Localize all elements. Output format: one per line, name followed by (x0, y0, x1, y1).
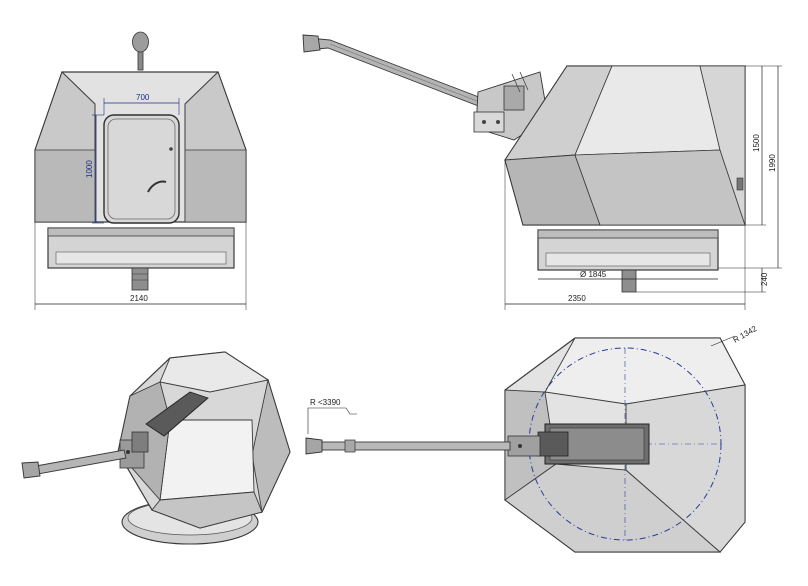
iso-barrel (21, 449, 127, 479)
door-width-label: 700 (136, 93, 150, 102)
door-handle (147, 180, 167, 193)
door-height-label: 1000 (85, 160, 94, 178)
ring-diameter-label: Ø 1845 (580, 270, 607, 279)
top-view: R <3390 R 1342 (305, 324, 759, 553)
ring-diameter-dimension: Ø 1845 (538, 270, 718, 280)
sweep-radius-label: R 1342 (732, 324, 759, 345)
iso-muzzle-brake (21, 461, 41, 479)
front-overall-width-dimension: 2140 (34, 222, 247, 310)
side-view: Ø 1845 2350 1500 1990 240 (302, 34, 782, 310)
barrel-radius-dimension: R <3390 (307, 398, 357, 434)
door-height-dimension: 1000 (85, 114, 104, 224)
access-door (103, 114, 180, 224)
top-sight (132, 31, 149, 71)
front-overall-width-label: 2140 (130, 294, 148, 303)
housing-height-label: 1500 (752, 134, 761, 152)
height-dimensions: 1500 1990 240 (636, 65, 782, 293)
top-muzzle-brake (305, 437, 323, 455)
iso-side-door-panel (159, 419, 255, 501)
iso-gun-cradle (119, 431, 149, 469)
front-feed-chute (131, 267, 149, 291)
door-width-dimension: 700 (103, 93, 180, 115)
iso-gun-slot (145, 391, 209, 437)
front-view: 700 1000 2140 (34, 31, 247, 310)
barrel-radius-label: R <3390 (310, 398, 341, 407)
side-feed-chute (621, 269, 637, 293)
side-overall-length-dimension: 2350 (504, 160, 746, 310)
side-muzzle-brake (302, 34, 321, 53)
isometric-view (21, 351, 291, 545)
side-overall-length-label: 2350 (568, 294, 586, 303)
top-barrel (305, 437, 511, 455)
side-barrel (302, 34, 498, 113)
base-height-label: 240 (760, 272, 769, 286)
total-height-label: 1990 (768, 154, 777, 172)
